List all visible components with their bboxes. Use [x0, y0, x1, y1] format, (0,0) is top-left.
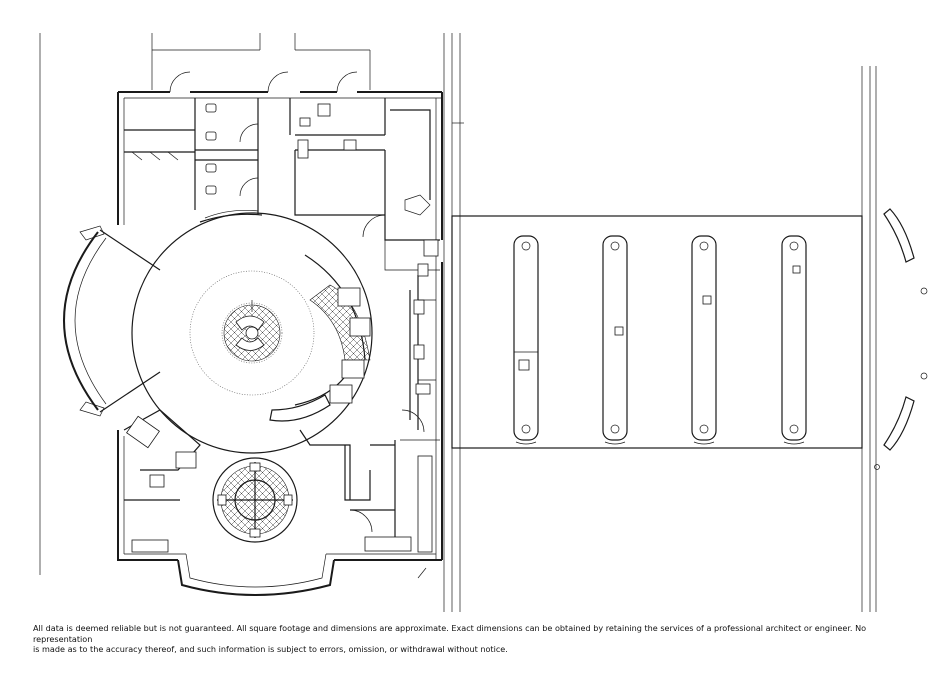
back-office — [289, 98, 440, 271]
drive-thru-canopy — [451, 122, 928, 470]
lower-east-office — [344, 440, 433, 553]
disclaimer-line-1: All data is deemed reliable but is not g… — [33, 623, 867, 644]
restrooms — [124, 98, 263, 223]
drive-thru-island-3 — [691, 235, 717, 445]
teller-line — [269, 254, 440, 500]
disclaimer-line-2: is made as to the accuracy thereof, and … — [33, 644, 508, 654]
site-boundary-lines — [39, 33, 877, 612]
floor-plan-drawing — [39, 33, 928, 612]
lower-west-office — [123, 409, 201, 553]
disclaimer-text: All data is deemed reliable but is not g… — [33, 623, 913, 655]
building-exterior — [63, 71, 443, 596]
drive-thru-island-2 — [602, 235, 628, 445]
drive-thru-island-1 — [513, 235, 539, 445]
banking-hall — [131, 212, 373, 454]
lower-round-lobby — [212, 457, 298, 543]
drive-thru-island-4 — [781, 235, 807, 445]
east-service-corridor — [415, 263, 436, 395]
